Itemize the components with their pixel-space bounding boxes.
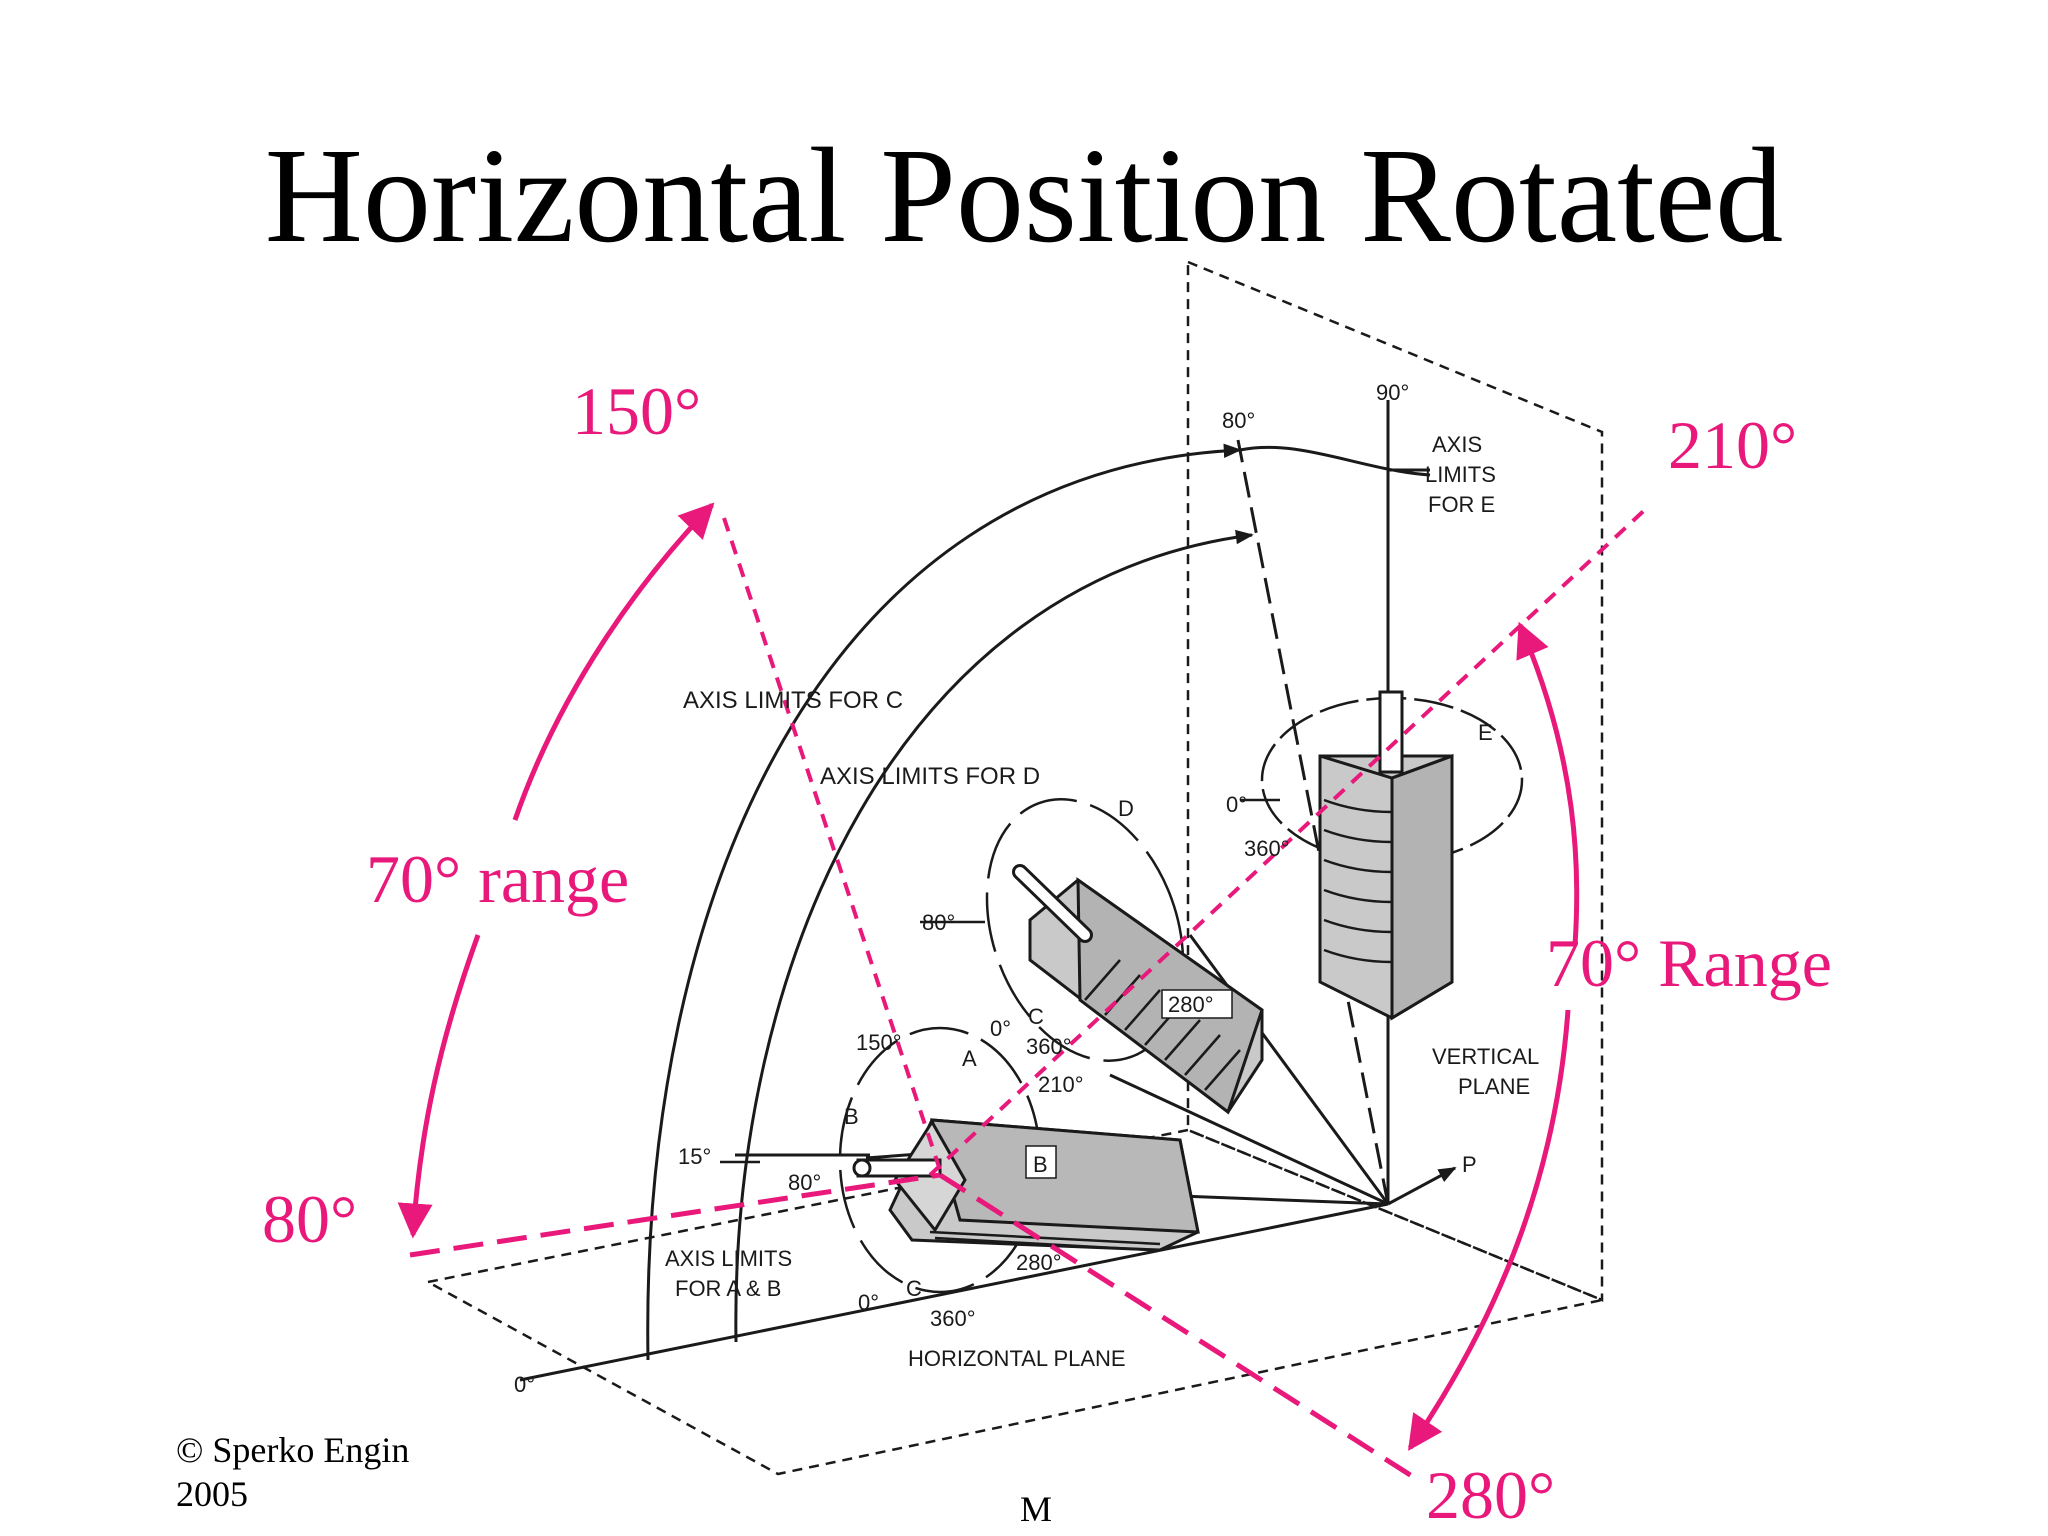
deg-150-label: 150° [856,1030,902,1055]
specimen-e [1318,690,1454,1021]
small-ticks [720,798,1280,1164]
footer-fragment: M [1020,1489,1053,1529]
letter-c-ab-label: C [906,1276,922,1301]
magenta-range-arrows [397,502,1580,1451]
range-left-annotation: 70° range [366,841,630,917]
axis-limits-e-label-3: FOR E [1428,492,1495,517]
deg-360-ab-label: 360° [930,1306,976,1331]
axis-limits-ab-label-2: FOR A & B [675,1276,781,1301]
deg-280-d-label: 280° [1168,992,1214,1017]
angle-150-annotation: 150° [572,373,702,449]
axis-limits-e-label-2: LIMITS [1425,462,1496,487]
deg-15-label: 15° [678,1144,711,1169]
slide-title: Horizontal Position Rotated [264,121,1784,271]
deg-80-b-label: 80° [788,1170,821,1195]
horizontal-plane-label: HORIZONTAL PLANE [908,1346,1126,1371]
deg-0-c-label: 0° [990,1016,1011,1041]
label-box-b [1025,1145,1057,1179]
letter-e-label: E [1478,720,1493,745]
letter-p-label: P [1462,1152,1477,1177]
vertical-plane [1186,260,1604,1302]
axis-limits-e-label-1: AXIS [1432,432,1482,457]
magenta-reference-lines [409,503,1652,1481]
letter-d-label: D [1118,796,1134,821]
copyright-line-2: 2005 [176,1474,248,1514]
vertical-plane-label-1: VERTICAL [1432,1044,1539,1069]
vertical-plane-label-2: PLANE [1458,1074,1530,1099]
letter-b-left-label: B [844,1104,859,1129]
label-box-280 [1161,989,1233,1019]
deg-210-label: 210° [1038,1072,1084,1097]
deg-90-label: 90° [1376,380,1409,405]
deg-80-d-label: 80° [922,910,955,935]
axis-limits-c-label: AXIS LIMITS FOR C [683,687,903,714]
deg-80-top-label: 80° [1222,408,1255,433]
angle-210-annotation: 210° [1668,407,1798,483]
axis-limits-d-label: AXIS LIMITS FOR D [820,763,1040,790]
angle-280-annotation: 280° [1426,1457,1556,1533]
letter-c-d-label: C [1028,1004,1044,1029]
deg-0-e-label: 0° [1226,792,1247,817]
axis-limit-arcs [646,443,1431,1361]
copyright-footer: © Sperko Engin 2005 [176,1428,438,1516]
diagram-labels: AXIS LIMITS FOR C AXIS LIMITS FOR D AXIS… [514,380,1539,1397]
range-right-annotation: 70° Range [1546,925,1832,1001]
deg-280-ab-label: 280° [1016,1250,1062,1275]
letter-a-label: A [962,1046,977,1071]
deg-0-ab-label: 0° [858,1290,879,1315]
angle-80-annotation: 80° [262,1181,358,1257]
deg-0-base-label: 0° [514,1372,535,1397]
copyright-line-1: © Sperko Engin [176,1430,410,1470]
specimen-d [1012,864,1264,1115]
deg-360-c-label: 360° [1026,1034,1072,1059]
letter-b-box-label: B [1033,1152,1048,1177]
specimen-ab [852,1118,1200,1252]
deg-360-e-label: 360° [1244,836,1290,861]
axis-limits-ab-label-1: AXIS LIMITS [665,1246,792,1271]
